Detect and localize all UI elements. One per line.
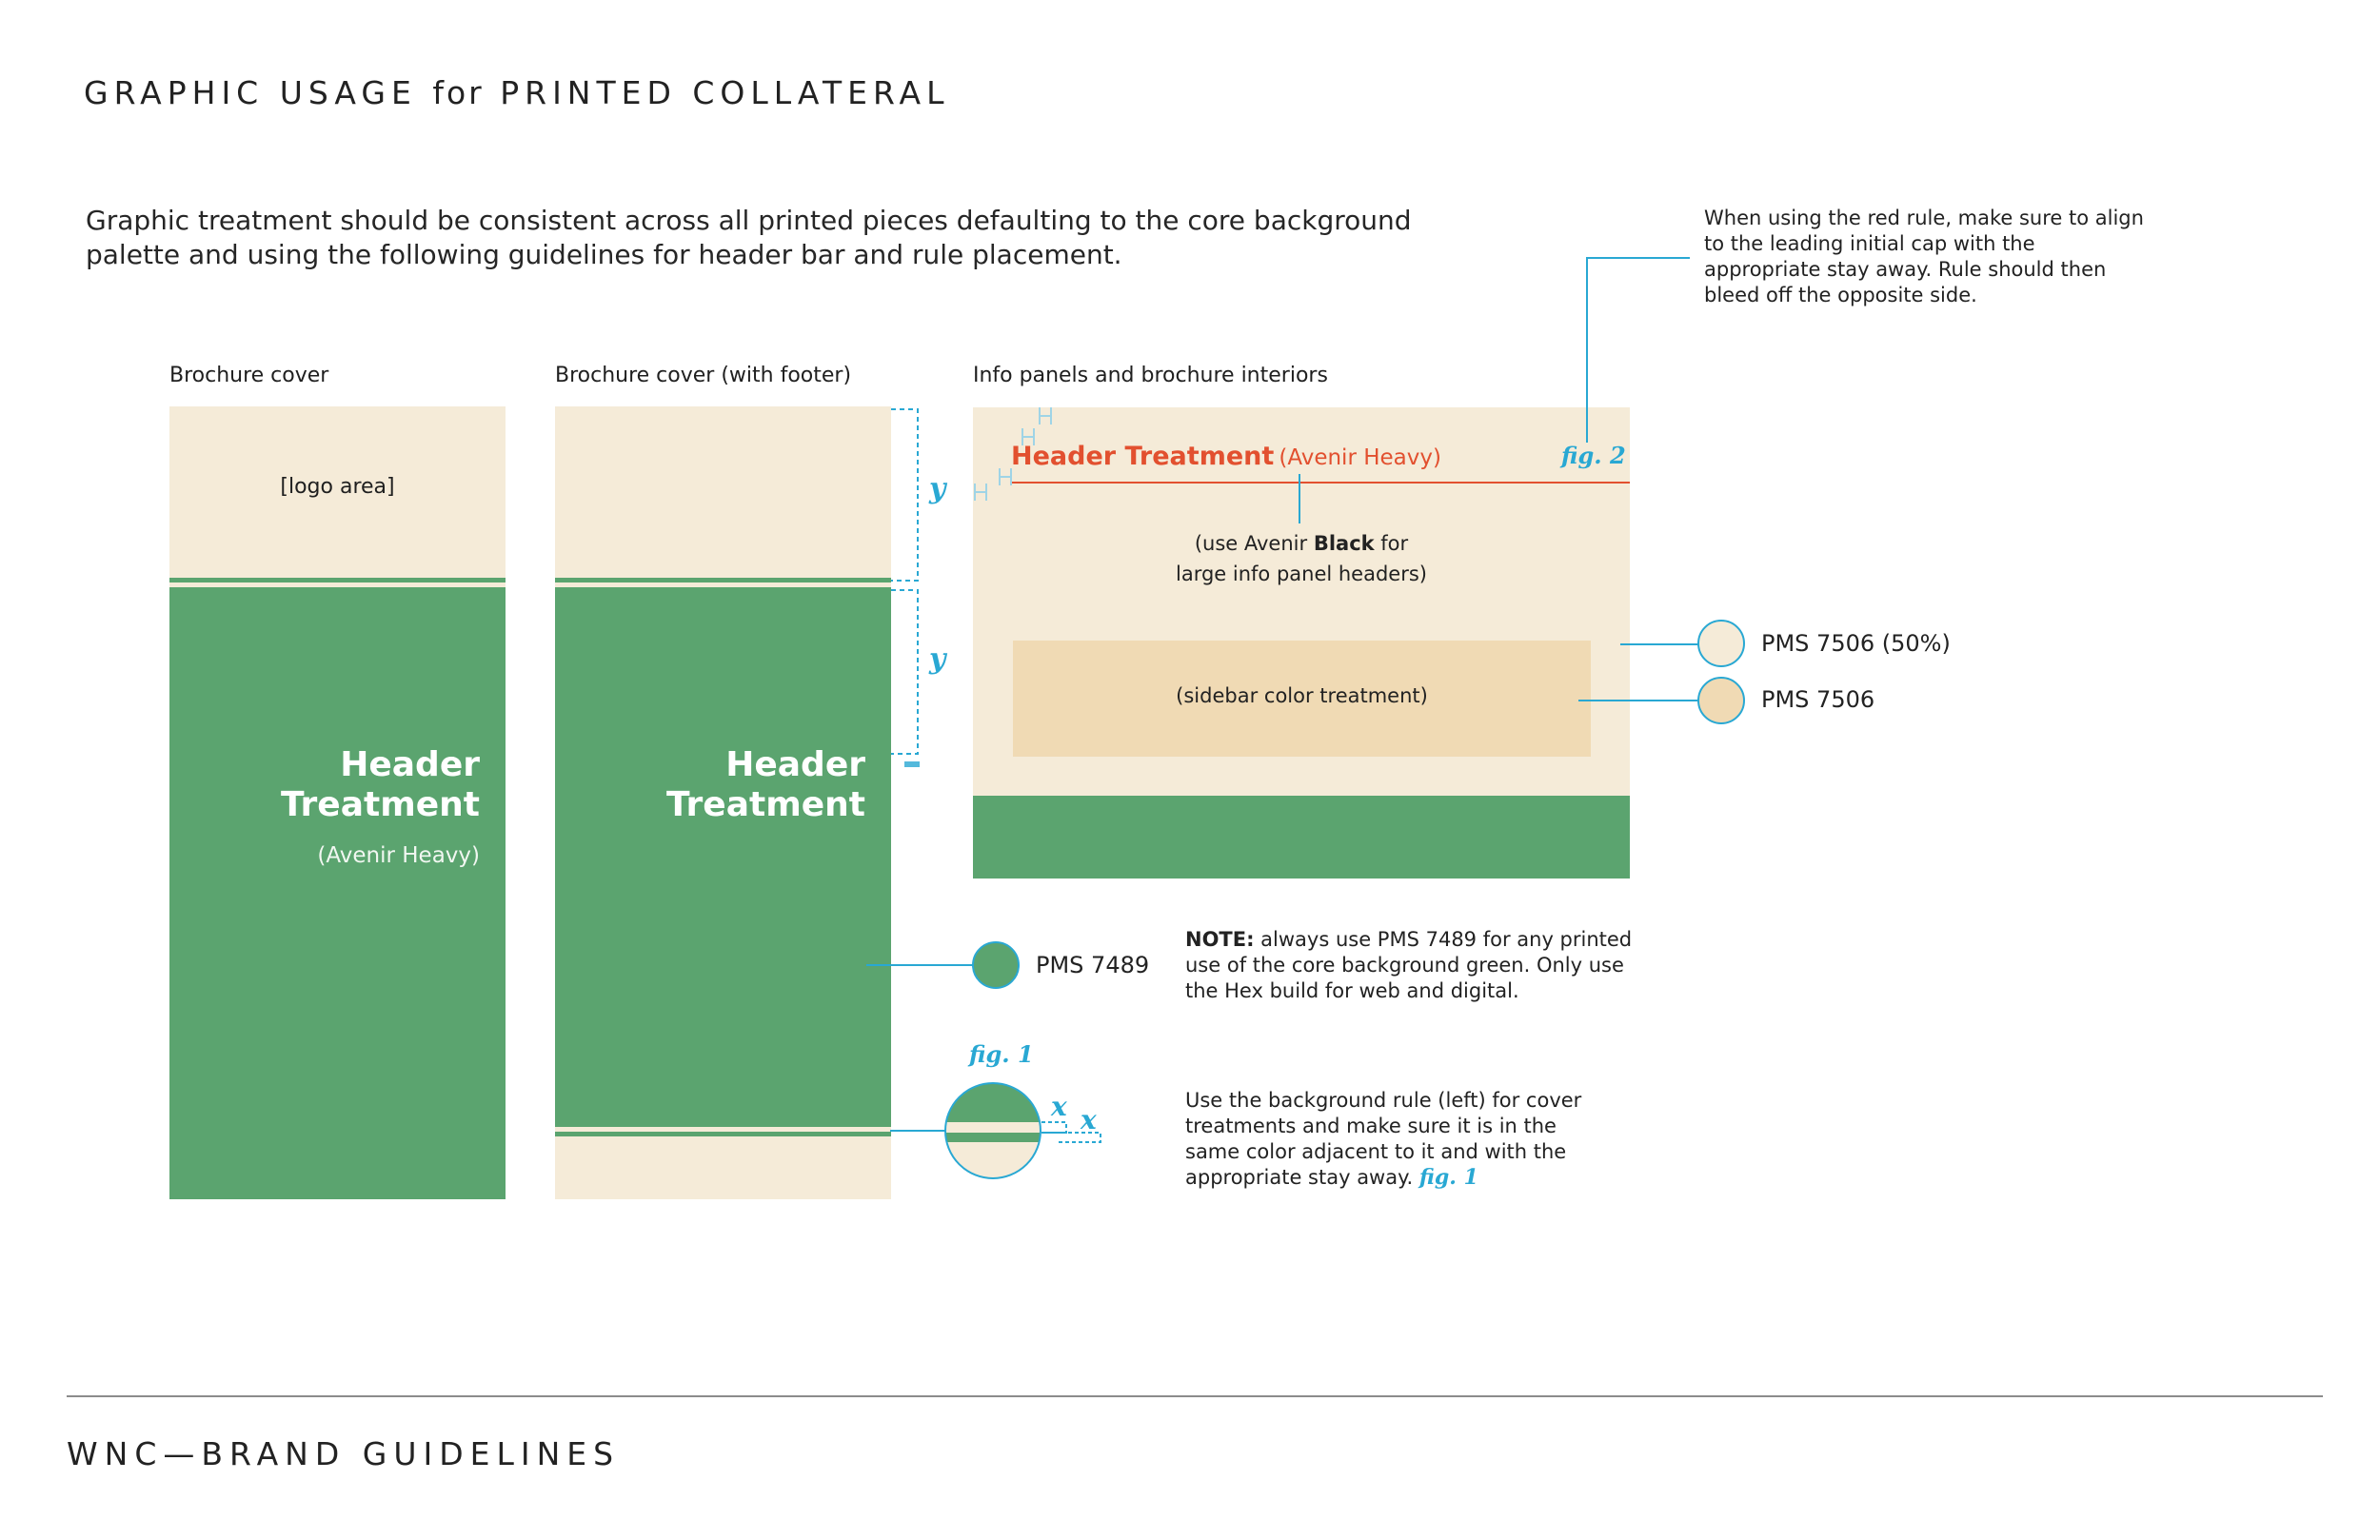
pms-note: NOTE: always use PMS 7489 for any printe…	[1185, 927, 1642, 1004]
rule-note-fig: fig. 1	[1418, 1165, 1478, 1190]
logo-area-label: [logo area]	[280, 475, 395, 499]
cover-cream-top	[169, 406, 506, 578]
info-note-leader	[1299, 474, 1300, 523]
cover-header-line2: Treatment	[280, 785, 480, 824]
cover-header-line1: Header	[340, 745, 480, 784]
note-text: always use PMS 7489 for any printed use …	[1185, 928, 1633, 1002]
cover-footer-bottom-rule	[555, 1132, 891, 1136]
cover-footer-bottom-gap	[555, 1127, 891, 1132]
info-header: Header Treatment (Avenir Heavy)	[1011, 442, 1441, 471]
intro-paragraph: Graphic treatment should be consistent a…	[86, 205, 1412, 270]
rule-magnifier	[944, 1082, 1101, 1179]
cover-rule-gap	[169, 582, 506, 587]
swatch-green-label: PMS 7489	[1036, 952, 1150, 978]
info-panel: Header Treatment (Avenir Heavy) fig. 2 (…	[973, 407, 1630, 879]
note-bold: NOTE:	[1185, 928, 1255, 951]
swatch-green	[972, 941, 1020, 989]
swatch-tan-label: PMS 7506	[1761, 686, 1875, 713]
stay-away-h-markers	[974, 407, 1052, 501]
cover-header-sub: (Avenir Heavy)	[317, 843, 480, 868]
brochure-cover-footer-panel: Header Treatment	[555, 406, 891, 1199]
swatch-green-leader	[866, 964, 975, 966]
marker-y-top: y	[929, 472, 946, 505]
y-spacing-brackets	[891, 408, 920, 767]
title-part-lower: for	[432, 74, 485, 111]
title-part-1: GRAPHIC USAGE	[84, 74, 417, 111]
page-title: GRAPHIC USAGE for PRINTED COLLATERAL	[84, 74, 950, 111]
info-panel-green-footer	[973, 796, 1630, 879]
brochure-cover-panel: [logo area] Header Treatment (Avenir Hea…	[169, 406, 506, 1199]
info-panels-label: Info panels and brochure interiors	[973, 364, 1328, 387]
swatch-tan-leader	[1578, 700, 1700, 701]
swatch-cream	[1697, 620, 1745, 667]
brochure-cover-label: Brochure cover	[169, 364, 329, 387]
red-rule-annotation: When using the red rule, make sure to al…	[1704, 207, 2144, 306]
red-rule-leader	[1586, 257, 1690, 443]
rule-usage-note: Use the background rule (left) for cover…	[1185, 1089, 1582, 1190]
swatch-tan	[1697, 677, 1745, 724]
cover-background-rule	[169, 578, 506, 582]
footer-divider	[67, 1395, 2323, 1397]
cover-footer-green-body	[555, 587, 891, 1127]
sidebar-label: (sidebar color treatment)	[1176, 684, 1428, 707]
info-header-note: (use Avenir Black for large info panel h…	[1175, 532, 1427, 585]
brochure-cover-footer-label: Brochure cover (with footer)	[555, 364, 852, 387]
fig-1-label: fig. 1	[969, 1040, 1034, 1068]
magnifier-leader	[890, 1130, 947, 1132]
info-header-bold: Header Treatment	[1011, 442, 1275, 471]
cover-footer-header-line2: Treatment	[665, 785, 865, 824]
info-header-light: (Avenir Heavy)	[1279, 445, 1441, 470]
footer-title: WNC—BRAND GUIDELINES	[67, 1435, 621, 1472]
swatch-cream-leader	[1620, 643, 1700, 645]
title-part-2: PRINTED COLLATERAL	[500, 74, 950, 111]
cover-footer-top-gap	[555, 582, 891, 587]
swatch-cream-label: PMS 7506 (50%)	[1761, 630, 1951, 657]
fig-2-label: fig. 2	[1561, 442, 1626, 469]
cover-green-body	[169, 587, 506, 1199]
sidebar-color-box: (sidebar color treatment)	[1013, 641, 1591, 757]
cover-footer-header-line1: Header	[725, 745, 865, 784]
marker-x1: x	[1051, 1091, 1067, 1122]
cover-footer-top-rule	[555, 578, 891, 582]
cover-footer-cream-top	[555, 406, 891, 578]
cover-footer-cream-bottom	[555, 1133, 891, 1199]
marker-y-bottom: y	[929, 642, 946, 676]
marker-x2: x	[1081, 1104, 1097, 1135]
red-rule	[1011, 482, 1630, 484]
